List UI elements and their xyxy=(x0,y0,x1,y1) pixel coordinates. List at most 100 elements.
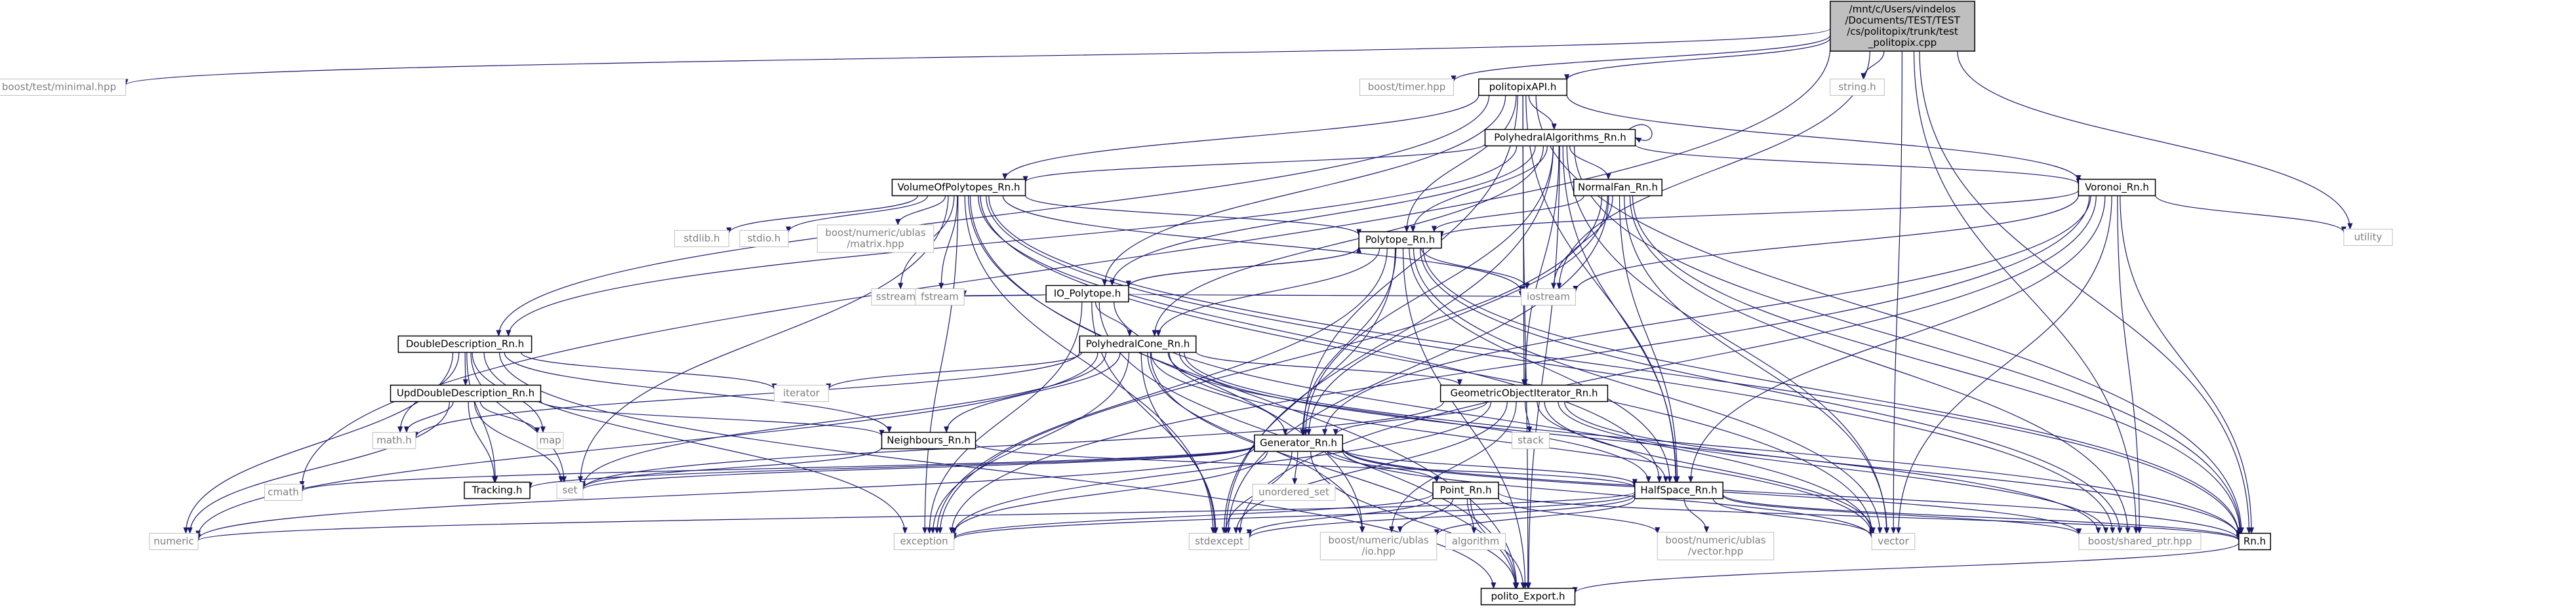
edge-cone-to-gen xyxy=(1150,352,1288,436)
edge-gen-to-cmath xyxy=(299,444,1255,492)
node-poly[interactable]: Polytope_Rn.h xyxy=(1358,231,1442,249)
node-label: boost/shared_ptr.hpp xyxy=(2088,536,2192,548)
edge-gen-to-vector xyxy=(1342,450,1875,539)
edge-root-to-rn xyxy=(1919,50,2252,534)
node-iterator[interactable]: iterator xyxy=(774,385,829,402)
node-minimal[interactable]: boost/test/minimal.hpp xyxy=(0,79,127,96)
node-box xyxy=(1432,481,1499,500)
node-iostream[interactable]: iostream xyxy=(1521,288,1576,306)
node-root[interactable]: /mnt/c/Users/vindelos/Documents/TEST/TES… xyxy=(1830,1,1975,52)
node-stdexcept[interactable]: stdexcept xyxy=(1188,533,1250,550)
node-api[interactable]: politopixAPI.h xyxy=(1478,78,1567,96)
node-label: Tracking.h xyxy=(472,484,523,496)
node-box xyxy=(739,230,789,247)
node-box xyxy=(1830,1,1975,52)
edge-udd-to-mathh xyxy=(403,401,454,433)
edge-vor-to-utility xyxy=(2155,195,2346,233)
edge-root-to-timer xyxy=(1451,35,1831,83)
edge-cone-to-shared xyxy=(1178,352,2101,534)
node-dd[interactable]: DoubleDescription_Rn.h xyxy=(397,335,533,353)
node-vector_hpp[interactable]: boost/numeric/ublas/vector.hpp xyxy=(1657,532,1775,561)
node-algorithm[interactable]: algorithm xyxy=(1445,533,1506,550)
node-label: vector xyxy=(1878,536,1909,547)
node-box xyxy=(556,482,584,499)
node-tracking[interactable]: Tracking.h xyxy=(464,481,531,500)
node-timer[interactable]: boost/timer.hpp xyxy=(1359,79,1454,96)
node-shared[interactable]: boost/shared_ptr.hpp xyxy=(2078,533,2202,550)
node-pa[interactable]: PolyhedralAlgorithms_Rn.h xyxy=(1484,128,1636,147)
node-box xyxy=(871,288,921,306)
node-box xyxy=(1484,128,1636,147)
edge-goi-to-gen xyxy=(1333,401,1488,436)
edge-gen-to-numeric xyxy=(195,446,1255,540)
node-label: map xyxy=(539,435,561,446)
node-export[interactable]: polito_Export.h xyxy=(1480,587,1576,606)
edge-goi-to-stdexcept xyxy=(1233,401,1508,534)
edge-point-to-algorithm xyxy=(1466,498,1477,534)
edge-nf-to-rn xyxy=(1632,195,2243,534)
edge-vol-to-vector xyxy=(980,195,1875,534)
node-label: NormalFan_Rn.h xyxy=(1578,182,1658,194)
node-label: math.h xyxy=(376,435,411,446)
node-label: numeric xyxy=(153,536,193,547)
edge-api-to-poly xyxy=(1404,95,1517,233)
edge-goi-to-stack xyxy=(1525,401,1533,433)
node-numeric[interactable]: numeric xyxy=(149,533,199,550)
node-box xyxy=(1079,335,1197,353)
edge-goi-to-vector xyxy=(1544,401,1876,534)
node-udd[interactable]: UpdDoubleDescription_Rn.h xyxy=(390,384,542,403)
node-box xyxy=(1634,481,1723,500)
node-label: PolyhedralCone_Rn.h xyxy=(1086,338,1190,351)
node-unordered[interactable]: unordered_set xyxy=(1252,484,1336,501)
node-matrix[interactable]: boost/numeric/ublas/matrix.hpp xyxy=(816,224,935,253)
node-gen[interactable]: Generator_Rn.h xyxy=(1254,434,1343,452)
node-box xyxy=(1512,432,1550,449)
node-map[interactable]: map xyxy=(536,432,564,449)
node-io_hpp[interactable]: boost/numeric/ublas/io.hpp xyxy=(1319,532,1438,561)
node-cone[interactable]: PolyhedralCone_Rn.h xyxy=(1079,335,1197,353)
edge-vor-to-shared xyxy=(2117,195,2143,534)
node-neigh[interactable]: Neighbours_Rn.h xyxy=(881,431,976,450)
edge-nf-to-shared xyxy=(1629,195,2131,534)
node-cmath[interactable]: cmath xyxy=(264,484,302,501)
edge-poly-to-cone xyxy=(1156,248,1380,337)
node-box xyxy=(915,288,965,306)
node-set[interactable]: set xyxy=(556,482,584,499)
edge-root-to-utility xyxy=(1957,50,2353,230)
edge-vor-to-poly xyxy=(1439,189,2079,238)
node-stdio[interactable]: stdio.h xyxy=(739,230,789,247)
node-box xyxy=(2078,533,2202,550)
edge-api-to-pa xyxy=(1528,95,1557,130)
node-io[interactable]: IO_Polytope.h xyxy=(1045,285,1129,303)
node-hs[interactable]: HalfSpace_Rn.h xyxy=(1634,481,1723,500)
node-goi[interactable]: GeometricObjectIterator_Rn.h xyxy=(1439,384,1609,403)
edge-layer xyxy=(123,28,2353,594)
edge-io-to-fstream xyxy=(961,290,1047,298)
node-exception[interactable]: exception xyxy=(893,533,955,550)
node-stdlib[interactable]: stdlib.h xyxy=(674,230,729,247)
edge-cone-to-rn xyxy=(1184,352,2242,540)
node-label: UpdDoubleDescription_Rn.h xyxy=(397,387,534,400)
node-point[interactable]: Point_Rn.h xyxy=(1432,481,1499,500)
edge-gen-to-tracking xyxy=(527,445,1255,490)
node-box xyxy=(1478,78,1567,96)
node-utility[interactable]: utility xyxy=(2343,229,2393,246)
edge-pa-to-pa xyxy=(1628,124,1653,143)
node-sstream[interactable]: sstream xyxy=(871,288,921,306)
edge-vor-to-stdexcept xyxy=(1237,195,2097,534)
node-rn[interactable]: Rn.h xyxy=(2238,532,2271,551)
node-box xyxy=(1045,285,1129,303)
node-mathh[interactable]: math.h xyxy=(372,432,416,449)
node-label: string.h xyxy=(1838,81,1876,93)
edge-udd-to-neigh xyxy=(540,401,885,437)
node-vol[interactable]: VolumeOfPolytopes_Rn.h xyxy=(891,178,1026,197)
node-label: sstream xyxy=(876,291,916,303)
node-vor[interactable]: Voronoi_Rn.h xyxy=(2078,178,2156,197)
edge-goi-to-hs xyxy=(1537,401,1669,483)
node-nf[interactable]: NormalFan_Rn.h xyxy=(1573,178,1662,197)
node-string[interactable]: string.h xyxy=(1830,79,1885,96)
edge-vol-to-stdio xyxy=(786,195,928,233)
node-fstream[interactable]: fstream xyxy=(915,288,965,306)
node-vector[interactable]: vector xyxy=(1871,533,1916,550)
node-stack[interactable]: stack xyxy=(1512,432,1550,449)
